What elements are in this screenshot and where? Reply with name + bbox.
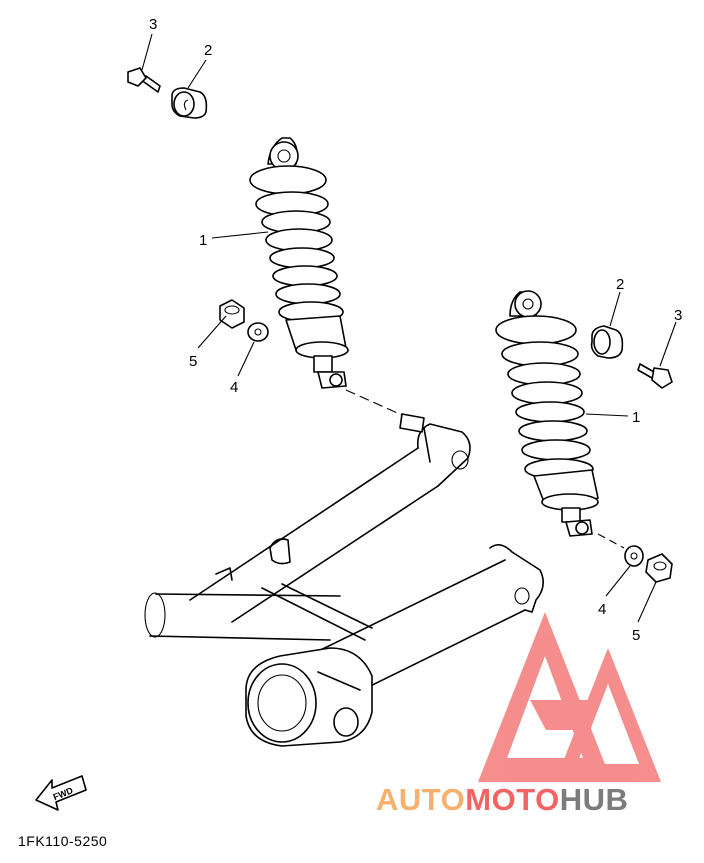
left-bushing (171, 87, 208, 119)
right-washer (624, 545, 644, 567)
fwd-arrow-icon: FWD (35, 775, 87, 811)
callout-labels: 3 2 1 5 4 2 3 1 4 5 (149, 16, 682, 644)
right-nut (645, 553, 673, 583)
callout-right-nut: 5 (632, 627, 640, 644)
left-washer (247, 322, 269, 342)
callout-left-shock: 1 (199, 232, 207, 249)
left-shock-absorber (249, 137, 349, 389)
right-shock-absorber (495, 290, 625, 549)
callout-left-bushing: 2 (204, 42, 212, 59)
part-code: 1FK110-5250 (18, 833, 107, 849)
brand-part-moto: MOTO (465, 782, 559, 817)
leader-lines (141, 33, 677, 623)
callout-right-shock: 1 (632, 409, 640, 426)
watermark-logo (478, 612, 661, 782)
brand-part-hub: HUB (560, 782, 629, 817)
callout-left-bolt: 3 (149, 16, 157, 33)
swing-arm (144, 423, 544, 747)
right-bushing (590, 325, 624, 359)
callout-right-washer: 4 (598, 601, 606, 618)
lower-mount-stud (345, 389, 425, 433)
left-bolt (127, 67, 161, 93)
callout-left-nut: 5 (189, 353, 197, 370)
watermark-brand: AUTOMOTOHUB (376, 782, 628, 817)
left-nut (219, 299, 245, 329)
callout-right-bushing: 2 (616, 276, 624, 293)
right-bolt (637, 363, 673, 389)
brand-part-auto: AUTO (376, 782, 465, 817)
callout-left-washer: 4 (230, 379, 238, 396)
callout-right-bolt: 3 (674, 307, 682, 324)
